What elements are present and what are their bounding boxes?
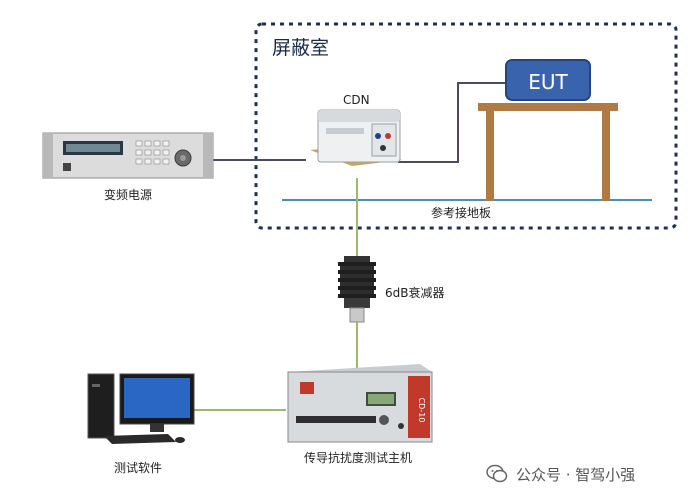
pc-icon bbox=[87, 373, 195, 444]
shielded-room-boundary bbox=[254, 22, 678, 230]
power-supply-label: 变频电源 bbox=[104, 188, 153, 202]
eut-box: EUT bbox=[505, 59, 591, 101]
host-panel-text: CD-10 bbox=[417, 398, 426, 423]
cdn-label: CDN bbox=[343, 93, 370, 107]
cdn-icon bbox=[310, 109, 402, 166]
test-software-label: 测试软件 bbox=[114, 461, 163, 475]
wechat-icon bbox=[486, 464, 508, 483]
watermark-text: 公众号 · 智驾小强 bbox=[516, 465, 636, 484]
attenuator-label: 6dB衰减器 bbox=[385, 286, 445, 300]
attenuator-icon bbox=[338, 256, 376, 323]
shielded-room-title: 屏蔽室 bbox=[272, 37, 330, 59]
test-host-icon: CD-10 bbox=[287, 364, 433, 443]
cdn-to-eut-cable bbox=[398, 82, 505, 163]
test-host-label: 传导抗扰度测试主机 bbox=[304, 451, 413, 465]
watermark: 公众号 · 智驾小强 bbox=[486, 463, 635, 485]
ground-plane-label: 参考接地板 bbox=[431, 206, 492, 220]
wooden-table bbox=[478, 103, 618, 201]
power-supply-icon bbox=[42, 132, 214, 179]
